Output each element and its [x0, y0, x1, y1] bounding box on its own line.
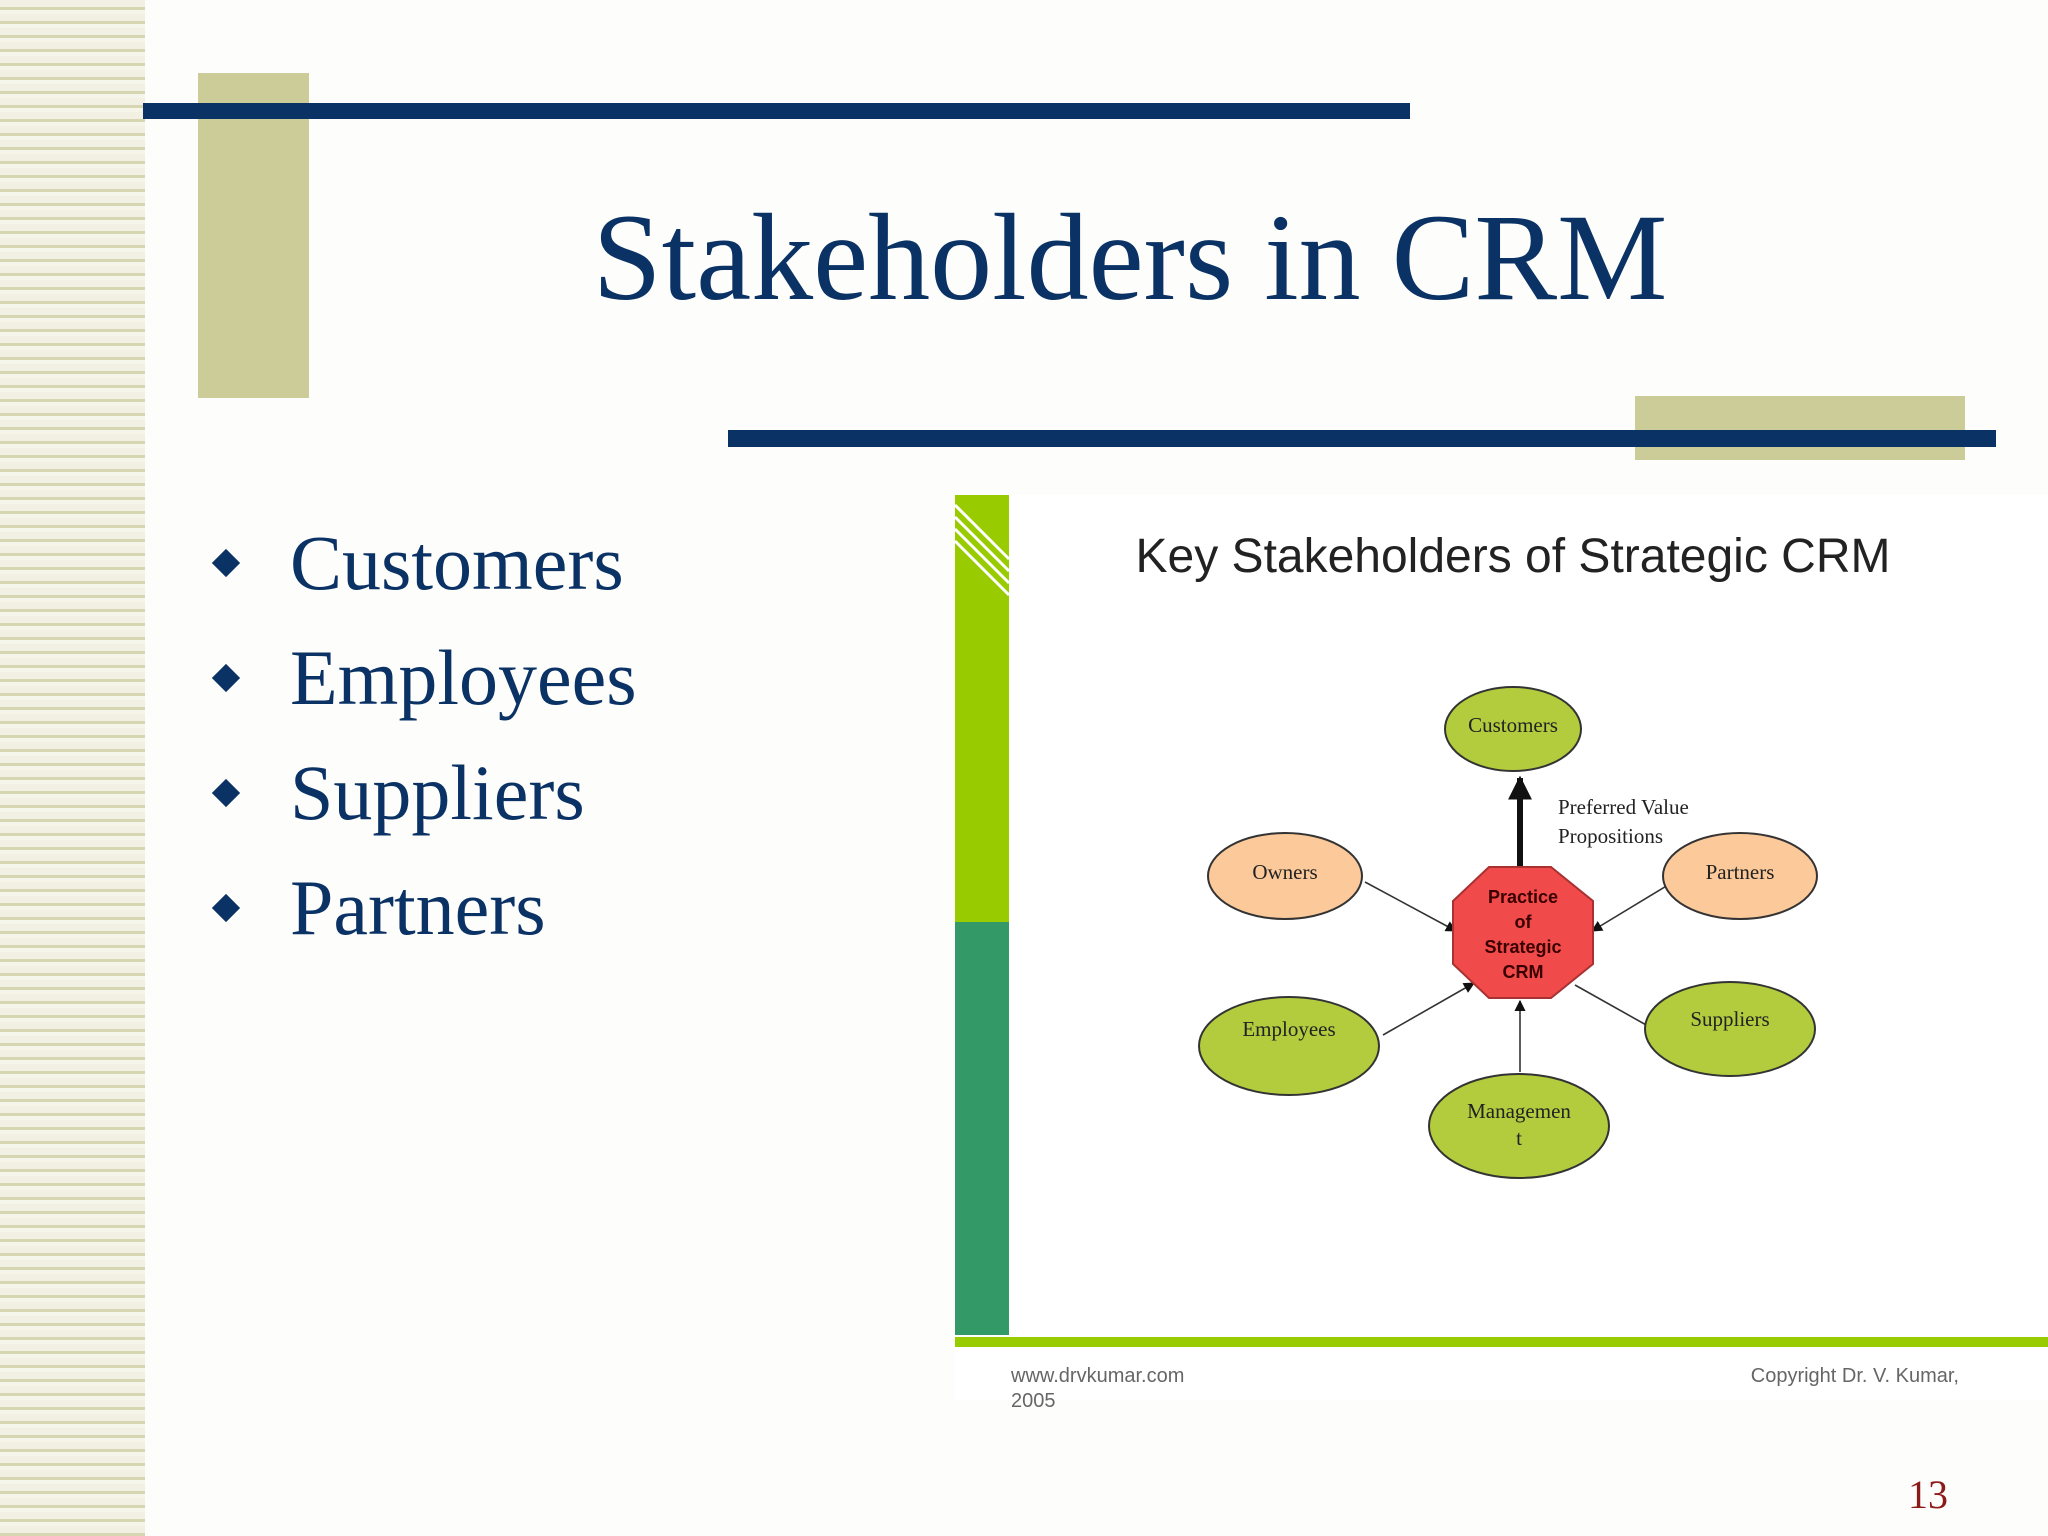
bullet-text: Partners [290, 863, 546, 951]
node-employees-label: Employees [1242, 1017, 1335, 1041]
node-suppliers-label: Suppliers [1690, 1007, 1769, 1031]
diamond-bullet-icon [211, 548, 241, 577]
stakeholder-figure: Key Stakeholders of Strategic CRM Practi… [953, 495, 2048, 1412]
center-label-line: CRM [1503, 962, 1544, 982]
figure-footer-year-clipped: 2005 [1011, 1390, 1056, 1412]
node-owners-label: Owners [1252, 860, 1317, 884]
node-management [1428, 1073, 1610, 1179]
bullet-list: Customers Employees Suppliers Partners [205, 505, 637, 965]
right-tan-block [1635, 396, 1965, 460]
arrow-owners-to-center [1364, 881, 1457, 932]
page-number: 13 [1908, 1472, 1948, 1517]
node-management-label: Managemen [1467, 1099, 1571, 1123]
diamond-bullet-icon [211, 663, 241, 692]
bullet-item: Employees [205, 620, 637, 735]
center-label-line: Strategic [1484, 937, 1561, 957]
node-employees [1198, 996, 1380, 1096]
teal-side-bar [955, 922, 1009, 1335]
diamond-bullet-icon [211, 778, 241, 807]
bullet-text: Suppliers [290, 748, 585, 836]
bullet-text: Customers [290, 518, 624, 606]
arrow-partners-to-center [1591, 881, 1674, 932]
center-label-line: of [1515, 912, 1533, 932]
figure-title: Key Stakeholders of Strategic CRM [1136, 530, 1891, 583]
title-bottom-rule [728, 430, 1996, 447]
stakeholder-diagram: Key Stakeholders of Strategic CRM Practi… [953, 495, 2048, 1412]
node-management-label: t [1516, 1126, 1522, 1150]
arrow-label-line: Propositions [1558, 824, 1663, 848]
arrow-label-line: Preferred Value [1558, 795, 1689, 819]
node-customers [1444, 686, 1582, 772]
node-customers-label: Customers [1468, 713, 1558, 737]
node-owners [1207, 832, 1363, 920]
center-octagon [1452, 866, 1594, 999]
node-suppliers [1644, 981, 1816, 1077]
slide-title: Stakeholders in CRM [592, 189, 1668, 326]
lime-side-bar [955, 495, 1009, 922]
left-stripe-decoration [0, 0, 145, 1536]
figure-bottom-rule [955, 1337, 2048, 1347]
arrow-employees-to-center [1382, 982, 1475, 1036]
figure-footer-copyright: Copyright Dr. V. Kumar, [1751, 1365, 1959, 1387]
title-top-rule [143, 103, 1410, 119]
bullet-text: Employees [290, 633, 637, 721]
node-partners-label: Partners [1706, 860, 1775, 884]
node-partners [1662, 832, 1818, 920]
title-tan-block [198, 73, 309, 398]
corner-hatch-decoration [953, 503, 1011, 597]
figure-footer-url: www.drvkumar.com [1010, 1365, 1184, 1387]
bullet-item: Customers [205, 505, 637, 620]
center-label-line: Practice [1488, 887, 1558, 907]
diamond-bullet-icon [211, 893, 241, 922]
line-suppliers-to-center [1574, 984, 1649, 1027]
bullet-item: Partners [205, 850, 637, 965]
bullet-item: Suppliers [205, 735, 637, 850]
